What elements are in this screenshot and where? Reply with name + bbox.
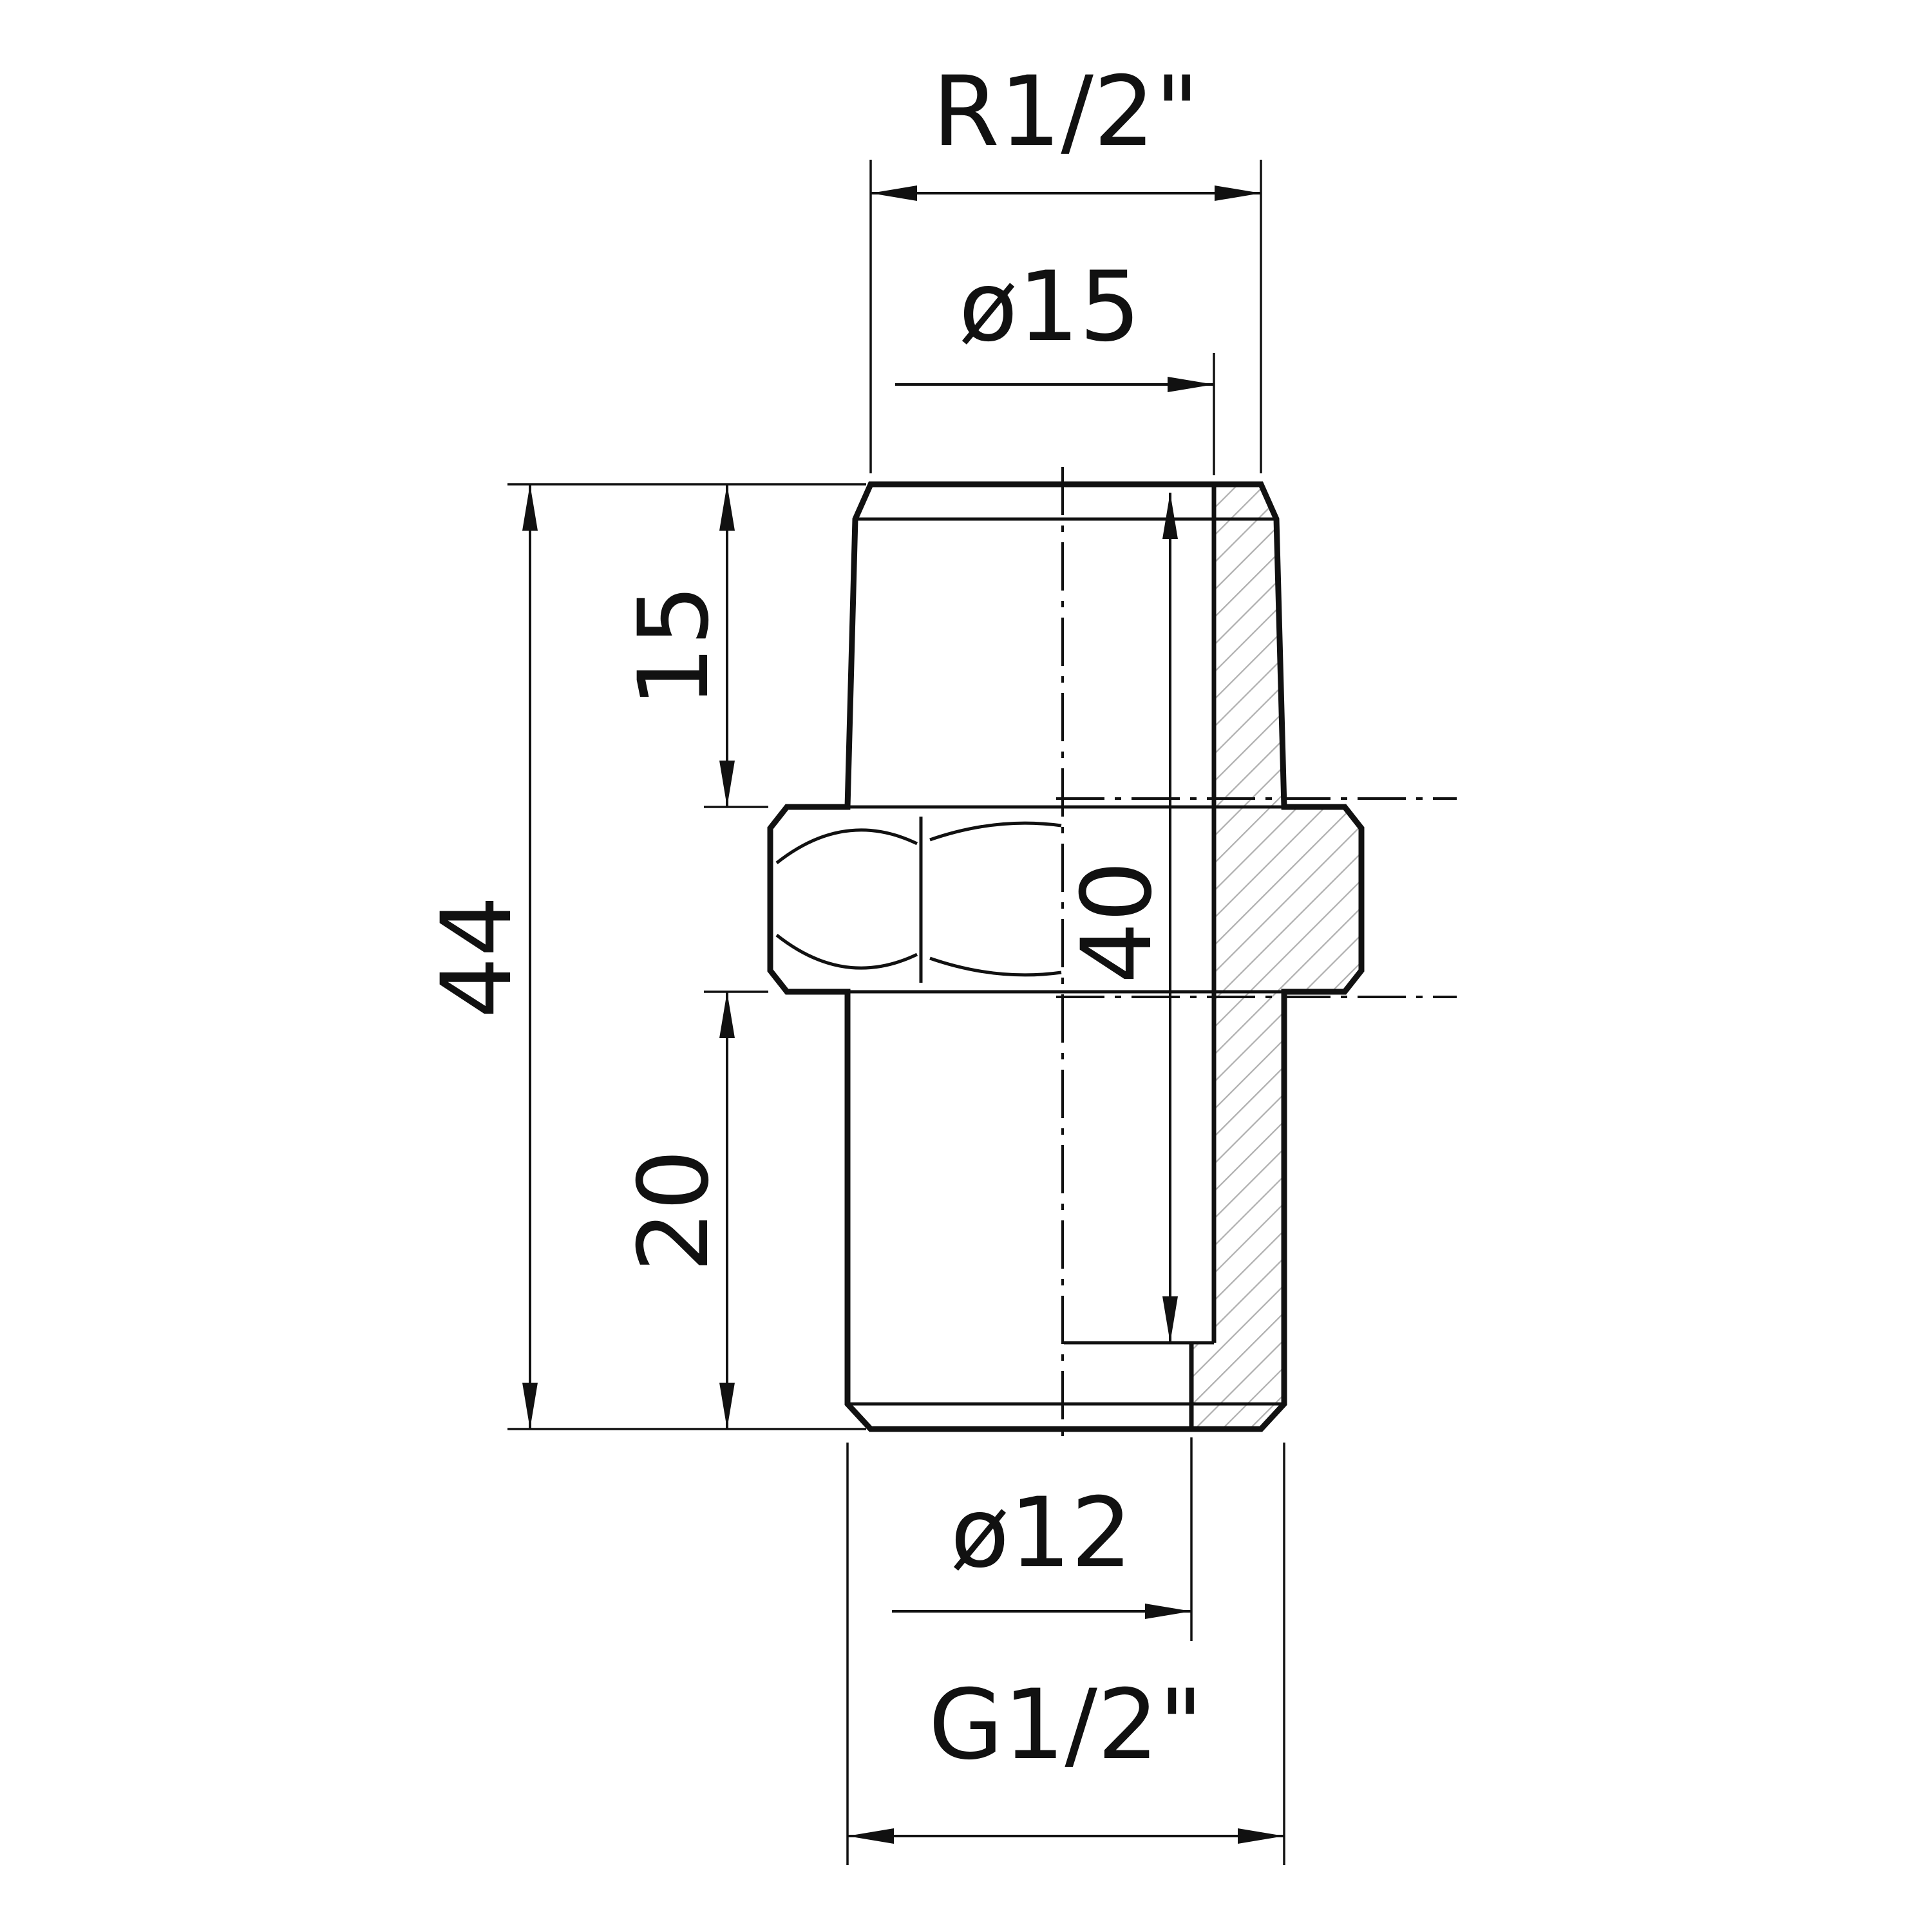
dim-label-bottom-thread: G1/2" bbox=[929, 1669, 1204, 1781]
dim-label-top-bore: ø15 bbox=[959, 251, 1141, 363]
dim-overall-length: 44 bbox=[421, 483, 866, 1430]
part-internal-edges bbox=[775, 486, 1284, 1427]
dim-label-top-thread: R1/2" bbox=[933, 56, 1200, 168]
hex-chamfer-arc-top-mid bbox=[929, 821, 1062, 842]
dimensions: R1/2" ø15 15 44 40 2 bbox=[421, 56, 1285, 1865]
dim-label-bottom-bore: ø12 bbox=[951, 1477, 1133, 1589]
centerlines bbox=[1056, 467, 1457, 1446]
section-hatch bbox=[1191, 484, 1361, 1429]
hex-chamfer-arc-top-left bbox=[775, 828, 918, 864]
part-outline bbox=[767, 481, 1365, 1432]
dim-upper-length: 15 bbox=[618, 484, 768, 808]
dim-top-thread: R1/2" bbox=[869, 56, 1262, 473]
dim-bottom-bore: ø12 bbox=[892, 1437, 1193, 1641]
hex-chamfer-arc-bottom-mid bbox=[929, 956, 1062, 977]
dim-top-bore: ø15 bbox=[895, 251, 1215, 475]
part-view bbox=[767, 467, 1457, 1446]
hex-chamfer-arc-bottom-left bbox=[775, 934, 918, 970]
dim-label-bore-depth: 40 bbox=[1061, 861, 1173, 984]
dim-lower-length: 20 bbox=[618, 990, 768, 1429]
dim-label-overall-length: 44 bbox=[421, 896, 533, 1019]
dim-label-upper-length: 15 bbox=[618, 585, 730, 708]
dim-label-lower-length: 20 bbox=[618, 1150, 730, 1273]
dim-bore-depth: 40 bbox=[1061, 493, 1178, 1343]
dim-bottom-thread: G1/2" bbox=[846, 1443, 1285, 1865]
